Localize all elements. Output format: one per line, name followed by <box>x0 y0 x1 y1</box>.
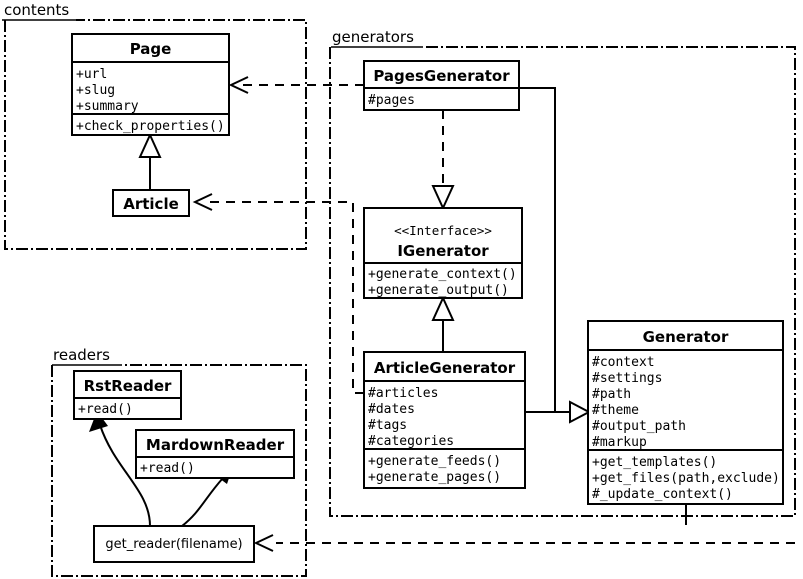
package-contents: contents <box>2 1 307 250</box>
class-articlegenerator-attribute-dates: #dates <box>368 402 415 417</box>
class-generator-method-get-files: +get_files(path,exclude) <box>592 471 780 486</box>
relationship-articlegenerator-generalizes-igenerator <box>431 295 455 352</box>
class-articlegenerator-box[interactable] <box>363 351 526 489</box>
relationship-getreader-uses-rstreader <box>89 411 151 527</box>
package-readers-border <box>51 364 307 577</box>
class-rstreader-method-read: +read() <box>78 402 133 417</box>
filled-arrowhead <box>89 411 108 432</box>
class-pagesgenerator-box[interactable] <box>363 60 520 111</box>
class-generator-attribute-markup: #markup <box>592 435 647 450</box>
package-readers-label: readers <box>53 346 110 364</box>
package-contents-label: contents <box>4 1 69 19</box>
class-rstreader-box[interactable] <box>73 370 182 420</box>
class-igenerator-stereotype: <<Interface>> <box>394 223 492 238</box>
relationship-generator-depends-getreader <box>253 504 795 552</box>
edge-line <box>519 87 571 413</box>
class-page-title: Page <box>130 40 172 58</box>
function-get-reader-box[interactable] <box>93 525 255 563</box>
relationship-articlegenerator-generalizes-generator <box>525 400 592 424</box>
class-generator-method-update-context: #_update_context() <box>592 487 733 502</box>
package-generators: generators <box>329 28 796 517</box>
class-page-attribute-slug: +slug <box>76 83 115 98</box>
edge-curve <box>181 477 224 527</box>
class-igenerator-title: IGenerator <box>397 242 489 260</box>
function-get-reader-label: get_reader(filename) <box>105 537 242 552</box>
edge-line <box>205 201 364 394</box>
class-mardownreader-box[interactable] <box>135 429 295 479</box>
class-igenerator-method-generate-output: +generate_output() <box>368 283 509 298</box>
relationship-pagesgenerator-realizes-igenerator <box>431 110 455 211</box>
hollow-triangle-arrowhead <box>431 295 455 321</box>
class-rstreader[interactable]: RstReader +read() <box>73 370 182 420</box>
class-generator-method-get-templates: +get_templates() <box>592 455 717 470</box>
class-articlegenerator-attribute-tags: #tags <box>368 418 407 433</box>
open-arrowhead <box>192 193 213 211</box>
relationship-pagesgenerator-generalizes-generator <box>519 87 571 413</box>
hollow-triangle-arrowhead <box>569 400 592 424</box>
class-pagesgenerator-attribute-pages: #pages <box>368 93 415 108</box>
class-generator-box[interactable] <box>587 320 784 505</box>
class-mardownreader[interactable]: MardownReader +read() <box>135 429 295 479</box>
class-igenerator[interactable]: <<Interface>> IGenerator +generate_conte… <box>363 207 523 299</box>
class-page-attribute-url: +url <box>76 67 107 82</box>
class-igenerator-box[interactable] <box>363 207 523 299</box>
relationship-articlegenerator-depends-article <box>192 193 364 394</box>
open-arrowhead <box>253 534 274 552</box>
edge-curve <box>99 424 151 527</box>
class-generator-attribute-output-path: #output_path <box>592 419 686 434</box>
class-generator[interactable]: Generator #context #settings #path #them… <box>587 320 784 505</box>
class-generator-attribute-settings: #settings <box>592 371 662 386</box>
relationship-article-generalizes-page <box>138 132 162 190</box>
class-mardownreader-method-read: +read() <box>140 461 195 476</box>
class-articlegenerator-title: ArticleGenerator <box>374 359 516 377</box>
class-page-box[interactable] <box>71 33 230 136</box>
class-igenerator-method-generate-context: +generate_context() <box>368 267 517 282</box>
class-articlegenerator-attribute-articles: #articles <box>368 386 438 401</box>
class-articlegenerator-method-generate-pages: +generate_pages() <box>368 470 501 485</box>
class-articlegenerator[interactable]: ArticleGenerator #articles #dates #tags … <box>363 351 526 489</box>
package-contents-border <box>4 19 307 250</box>
relationship-pagesgenerator-depends-page <box>228 76 364 94</box>
class-page-method-check-properties: +check_properties() <box>76 119 225 134</box>
class-generator-attribute-path: #path <box>592 387 631 402</box>
package-generators-border <box>329 46 796 517</box>
class-generator-title: Generator <box>643 328 729 346</box>
class-pagesgenerator-title: PagesGenerator <box>373 67 510 85</box>
class-page-attribute-summary: +summary <box>76 99 139 114</box>
class-article-title: Article <box>123 195 179 213</box>
class-articlegenerator-method-generate-feeds: +generate_feeds() <box>368 454 501 469</box>
class-articlegenerator-attribute-categories: #categories <box>368 434 454 449</box>
class-article-box[interactable] <box>112 189 190 217</box>
class-mardownreader-title: MardownReader <box>146 436 285 454</box>
package-generators-label: generators <box>332 28 414 46</box>
hollow-triangle-arrowhead <box>138 132 162 158</box>
class-article[interactable]: Article <box>112 189 190 217</box>
class-pagesgenerator[interactable]: PagesGenerator #pages <box>363 60 520 111</box>
class-generator-attribute-theme: #theme <box>592 403 639 418</box>
hollow-triangle-arrowhead <box>431 185 455 211</box>
function-get-reader[interactable]: get_reader(filename) <box>93 525 255 563</box>
open-arrowhead <box>228 76 249 94</box>
class-rstreader-title: RstReader <box>84 377 172 395</box>
class-page[interactable]: Page +url +slug +summary +check_properti… <box>71 33 230 136</box>
class-generator-attribute-context: #context <box>592 355 655 370</box>
package-readers: readers <box>51 346 307 577</box>
